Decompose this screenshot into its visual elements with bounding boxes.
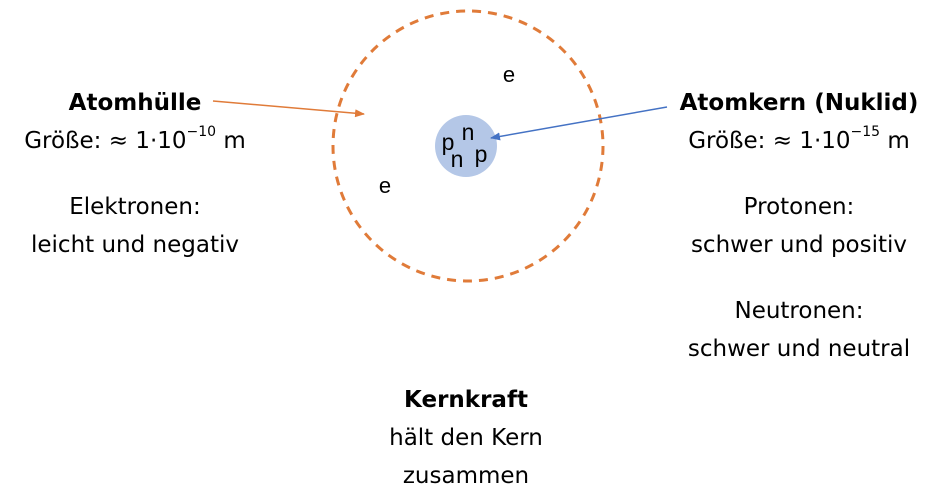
nucleus-size-prefix: Größe: ≈ 1·10	[688, 128, 851, 154]
shell-label: Atomhülle Größe: ≈ 1·10−10 m Elektronen:…	[0, 84, 270, 264]
neutrons-description: schwer und neutral	[687, 336, 911, 362]
electron-1: e	[503, 62, 515, 87]
nucleus-size-unit: m	[880, 128, 910, 154]
electrons-description: leicht und negativ	[31, 232, 239, 258]
electrons-heading: Elektronen:	[69, 194, 201, 220]
shell-size-exponent: −10	[186, 124, 217, 141]
shell-size-unit: m	[216, 128, 246, 154]
shell-title: Atomhülle	[68, 90, 202, 116]
proton-1: p	[442, 129, 455, 155]
protons-heading: Protonen:	[743, 194, 855, 220]
nucleus-size-exponent: −15	[850, 124, 881, 141]
electron-2: e	[379, 173, 391, 198]
neutron-2: n	[451, 146, 464, 172]
proton-2: p	[475, 141, 488, 167]
force-title: Kernkraft	[404, 387, 528, 413]
force-label: Kernkraft hält den Kern zusammen	[346, 381, 586, 495]
shell-arrow	[212, 100, 365, 118]
nucleus-title: Atomkern (Nuklid)	[679, 90, 919, 116]
nucleus-arrow	[490, 106, 668, 141]
nucleus-circle	[435, 115, 497, 177]
shell-size-prefix: Größe: ≈ 1·10	[24, 128, 187, 154]
electron-shell	[331, 9, 605, 283]
force-line-1: hält den Kern	[389, 425, 543, 451]
shell-size: Größe: ≈ 1·10−10 m	[0, 122, 270, 160]
nucleus-size: Größe: ≈ 1·10−15 m	[668, 122, 930, 160]
force-line-2: zusammen	[402, 463, 530, 489]
neutron-1: n	[462, 119, 475, 145]
neutrons-heading: Neutronen:	[734, 298, 864, 324]
protons-description: schwer und positiv	[690, 232, 908, 258]
nucleus-label: Atomkern (Nuklid) Größe: ≈ 1·10−15 m Pro…	[668, 84, 930, 368]
